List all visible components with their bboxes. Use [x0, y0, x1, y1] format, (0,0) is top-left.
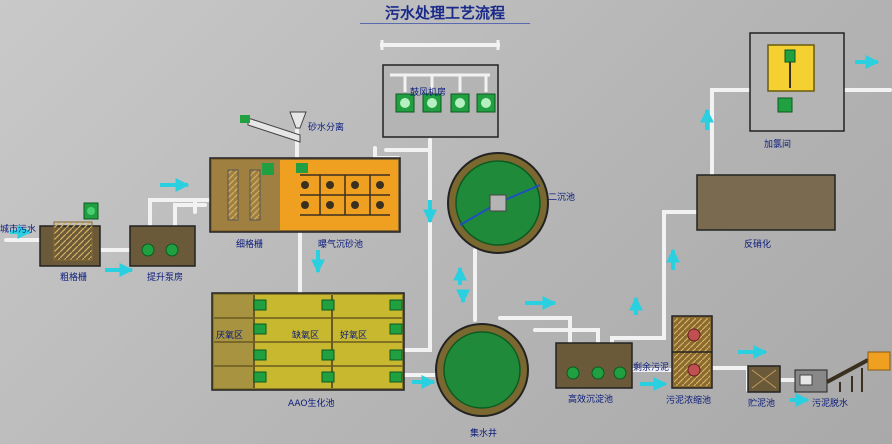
sludge-storage — [747, 365, 781, 393]
lift-pump-station — [129, 225, 196, 267]
secondary-clarifier — [447, 152, 549, 254]
denitrification-tank — [696, 174, 836, 231]
sand-separator — [240, 111, 307, 143]
chlorination-room — [749, 32, 845, 132]
label-excess-sludge: 剩余污泥 — [633, 363, 670, 373]
label-fine-screen: 细格栅 — [236, 240, 264, 250]
label-anoxic: 缺氧区 — [292, 331, 320, 341]
label-sludge-storage: 贮泥池 — [748, 399, 776, 409]
label-inlet: 城市污水 — [0, 225, 37, 235]
fine-screen-and-grit-chamber — [209, 157, 401, 233]
collection-well — [435, 323, 529, 417]
flow-arrows — [10, 55, 880, 407]
label-aerobic: 好氧区 — [340, 331, 368, 341]
pipe-pump-to-fine-screen — [148, 198, 212, 232]
page-title: 污水处理工艺流程 — [360, 2, 530, 24]
sludge-thickener — [671, 315, 713, 389]
hd-sedimentation-tank — [555, 342, 633, 389]
label-grit-chamber: 曝气沉砂池 — [318, 240, 364, 250]
pipe-denitrification-to-chlorination — [710, 88, 754, 177]
label-secondary-clarifier: 二沉池 — [548, 193, 576, 203]
label-sludge-dewatering: 污泥脱水 — [812, 399, 849, 409]
aao-bio-tank — [211, 292, 405, 391]
sludge-dewatering-unit — [794, 351, 891, 393]
label-lift-pump: 提升泵房 — [147, 273, 184, 283]
label-aao: AAO生化池 — [288, 399, 335, 409]
label-coarse-screen: 粗格栅 — [60, 273, 88, 283]
label-blower-room: 鼓风机房 — [410, 88, 447, 98]
pipe-clarifier-to-hd — [498, 316, 572, 347]
label-chlorination: 加氯间 — [764, 140, 792, 150]
label-hd-sedimentation: 高效沉淀池 — [568, 395, 614, 405]
pipe-hd-to-denitrification — [610, 210, 702, 347]
label-sand-separation: 砂水分离 — [308, 123, 345, 133]
label-sludge-thickener: 污泥浓缩池 — [666, 396, 712, 406]
coarse-screen-tank — [39, 202, 101, 267]
label-collection-well: 集水井 — [470, 429, 498, 439]
label-denitrification: 反硝化 — [744, 240, 772, 250]
label-anaerobic: 厌氧区 — [216, 331, 244, 341]
pipe-thickener-to-storage — [710, 366, 750, 392]
blower-room — [380, 40, 500, 138]
